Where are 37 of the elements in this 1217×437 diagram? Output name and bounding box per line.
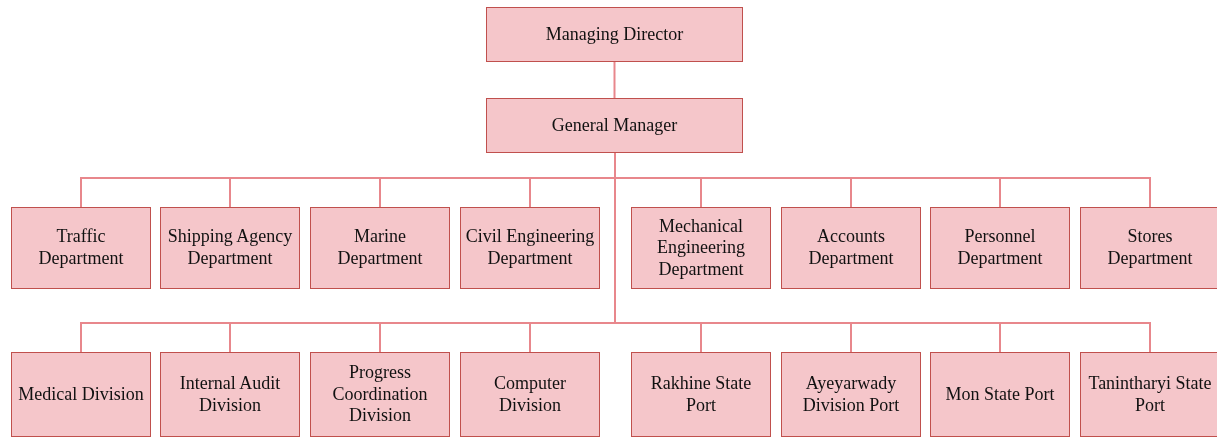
org-box xyxy=(460,352,600,437)
box-label: Progress Coordination Division xyxy=(331,362,429,427)
org-box xyxy=(160,352,300,437)
box-label: Traffic Department xyxy=(37,226,125,270)
connector-line xyxy=(613,61,616,99)
org-box xyxy=(781,207,921,289)
box-label: Tanintharyi State Port xyxy=(1087,372,1213,417)
box-label: Civil Engineering Department xyxy=(464,226,596,270)
org-box xyxy=(460,207,600,289)
org-box xyxy=(310,352,450,437)
org-box xyxy=(930,207,1070,289)
org-box xyxy=(11,207,151,289)
org-box xyxy=(1080,352,1217,437)
org-box xyxy=(310,207,450,289)
box-label: Shipping Agency Department xyxy=(166,226,294,270)
box-label: Internal Audit Division xyxy=(178,372,282,417)
box-label: Rakhine State Port xyxy=(649,372,753,417)
org-box xyxy=(781,352,921,437)
org-box xyxy=(1080,207,1217,289)
box-label: Medical Division xyxy=(18,383,144,406)
org-box xyxy=(160,207,300,289)
org-box xyxy=(486,7,743,62)
box-label: Managing Director xyxy=(545,23,684,46)
org-box xyxy=(930,352,1070,437)
org-box xyxy=(631,352,771,437)
box-label: General Manager xyxy=(551,114,678,137)
org-box xyxy=(631,207,771,289)
org-box xyxy=(11,352,151,437)
org-box xyxy=(486,98,743,153)
box-label: Mechanical Engineering Department xyxy=(656,215,746,281)
box-label: Marine Department xyxy=(336,226,424,270)
box-label: Computer Division xyxy=(493,372,567,417)
box-label: Accounts Department xyxy=(807,226,895,270)
box-label: Stores Department xyxy=(1106,226,1194,270)
box-label: Personnel Department xyxy=(956,226,1044,270)
box-label: Ayeyarwady Division Port xyxy=(801,372,901,417)
box-label: Mon State Port xyxy=(945,383,1055,406)
